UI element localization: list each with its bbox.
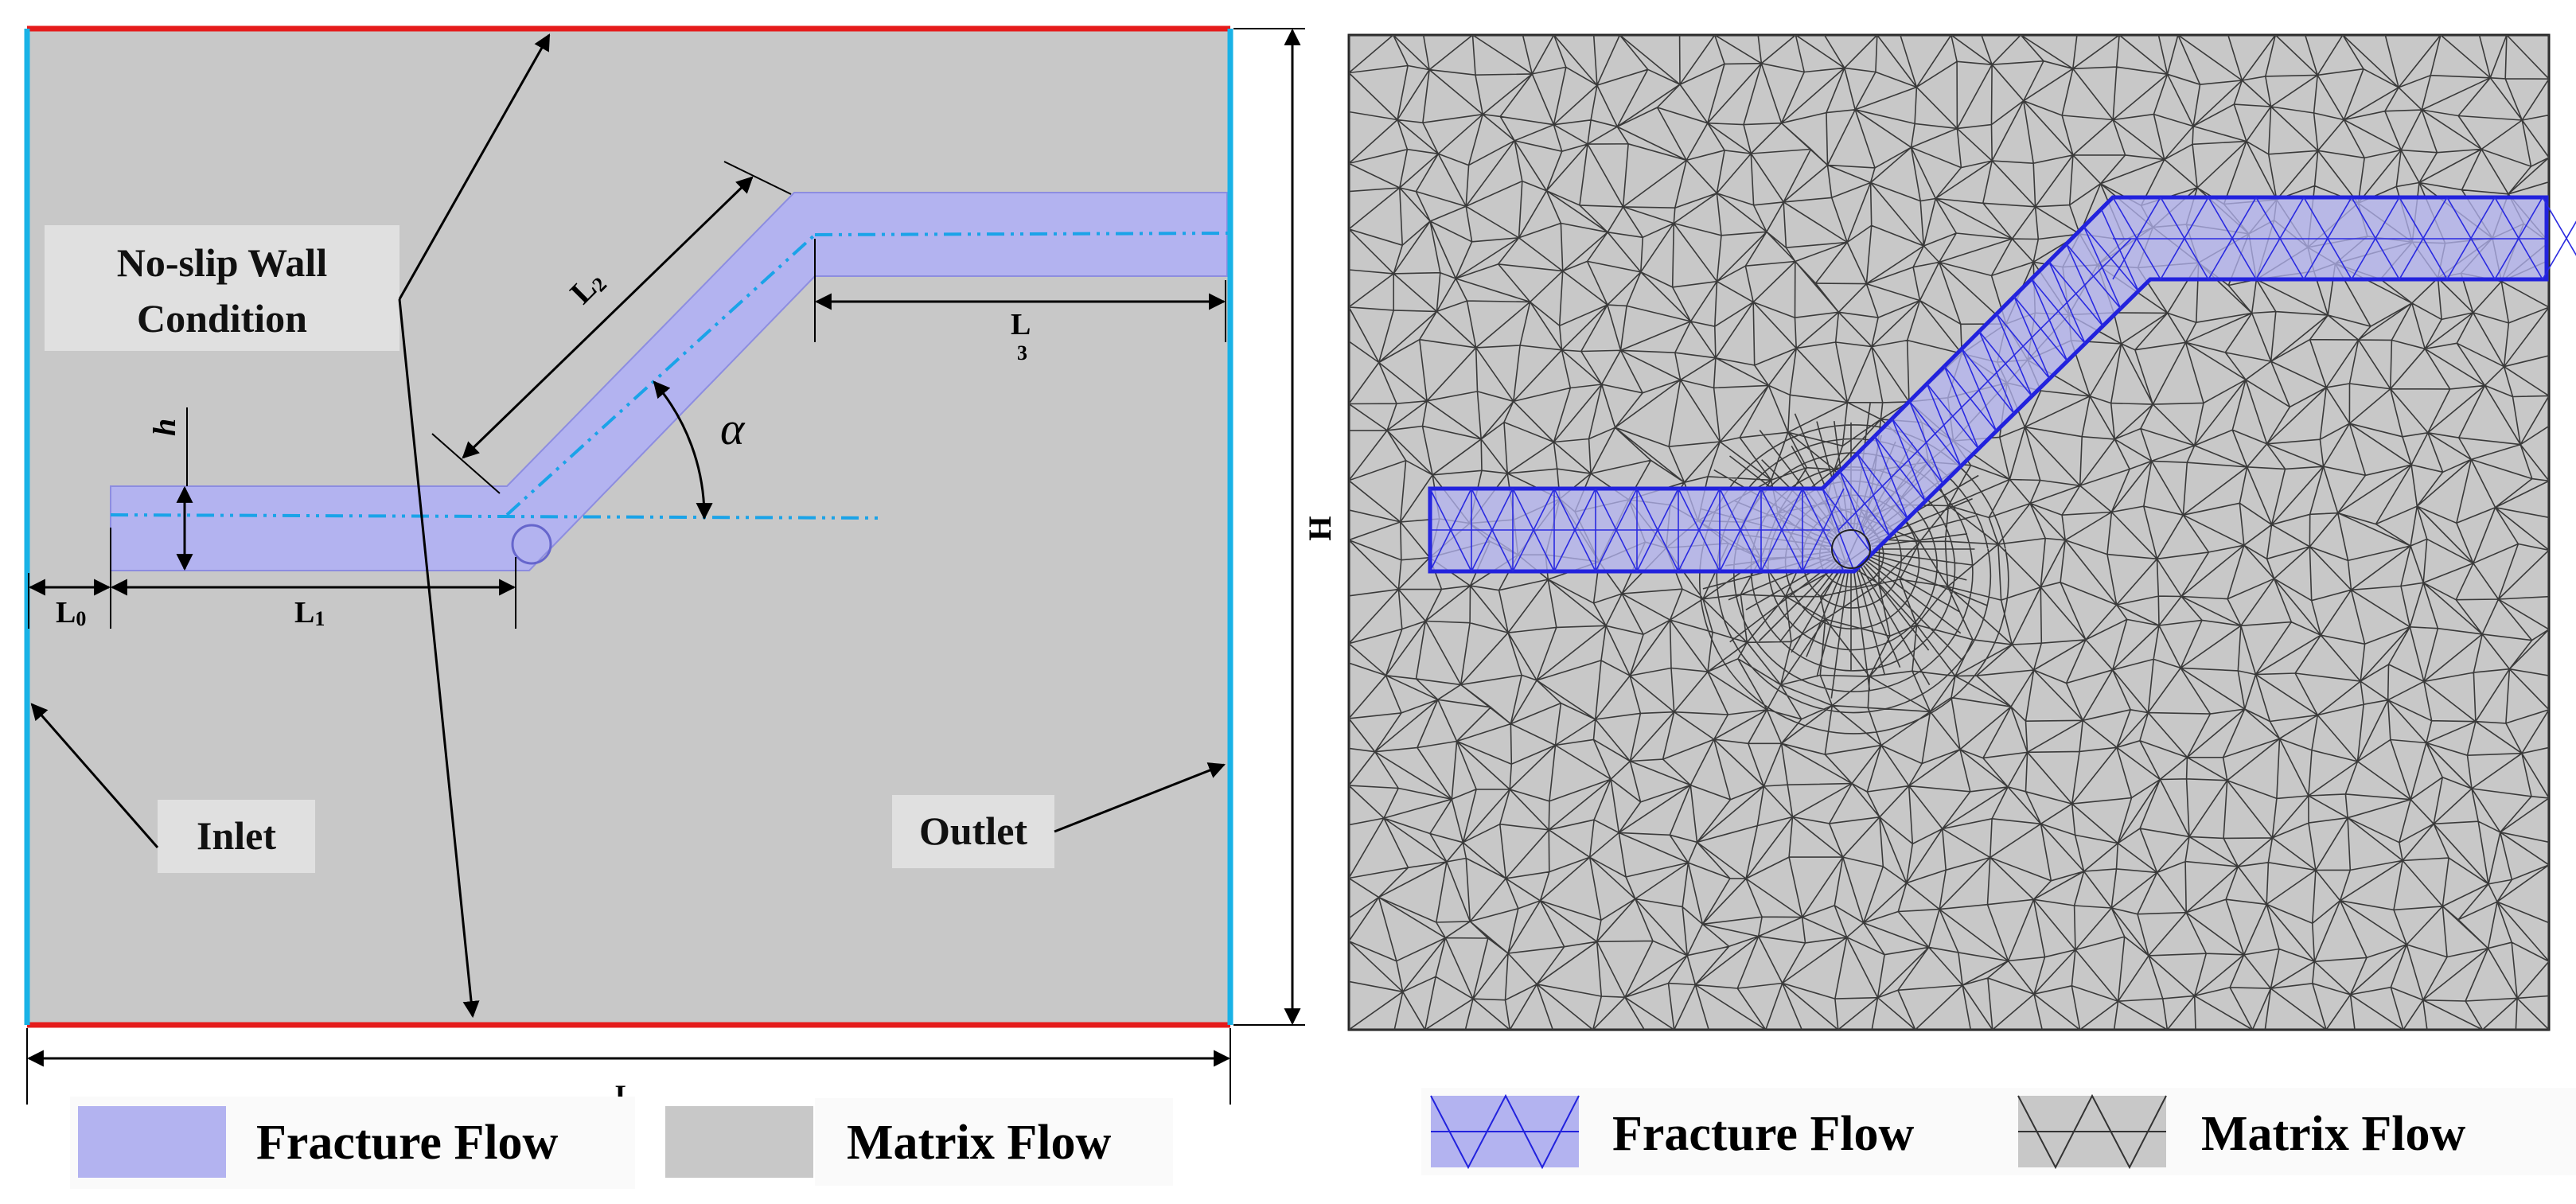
l0-label: L0 — [56, 596, 86, 630]
no-slip-leader-bottom — [398, 298, 480, 1019]
inlet-label-box — [158, 800, 315, 873]
legend-fracture-label: Fracture Flow — [256, 1116, 559, 1170]
mesh-fracture-grid — [1429, 197, 2576, 572]
legend-swatch-fracture — [78, 1106, 226, 1178]
no-slip-label-box — [45, 225, 399, 351]
no-slip-label-line1: No-slip Wall — [117, 240, 328, 285]
mesh-legend-matrix-label: Matrix Flow — [2201, 1107, 2466, 1161]
outlet-label: Outlet — [919, 809, 1027, 853]
mesh-fracture-edges — [1429, 197, 2576, 572]
mesh-legend-matrix-pattern — [2017, 1093, 2167, 1170]
mesh-junction-refinement — [1831, 529, 1871, 569]
alpha-label: α — [720, 403, 746, 454]
l2-dimension — [462, 176, 754, 459]
left-legend: Fracture Flow Matrix Flow — [70, 1097, 1173, 1189]
legend-matrix-label: Matrix Flow — [847, 1116, 1112, 1170]
inlet-leader — [30, 703, 159, 848]
no-slip-label-line2: Condition — [137, 296, 307, 341]
h-label: h — [146, 419, 182, 436]
legend-swatch-matrix — [665, 1106, 813, 1178]
l3-label: L — [1011, 308, 1031, 341]
mesh-fracture-region — [1428, 195, 2549, 574]
l2-tick-lower — [431, 433, 501, 494]
fracture-junction-circle — [511, 524, 552, 565]
outlet-leader — [1054, 762, 1226, 833]
l1-label: L1 — [294, 596, 325, 630]
outlet-label-box — [892, 795, 1054, 868]
right-legend: Fracture Flow Matrix Flow — [1421, 1088, 2576, 1175]
inlet-label: Inlet — [197, 813, 276, 858]
l3-subscript: 3 — [1017, 341, 1027, 364]
mesh-legend-fracture-label: Fracture Flow — [1612, 1107, 1915, 1161]
right-panel-mesh — [1347, 33, 2576, 1031]
left-panel-schematic: No-slip Wall Condition Inlet Outlet h L0… — [24, 25, 1338, 1111]
alpha-arc — [653, 380, 713, 520]
l2-tick-upper — [723, 161, 792, 195]
no-slip-leader-top — [398, 33, 551, 300]
mesh-legend-fracture-pattern — [1430, 1093, 1580, 1170]
height-label: H — [1302, 516, 1338, 540]
